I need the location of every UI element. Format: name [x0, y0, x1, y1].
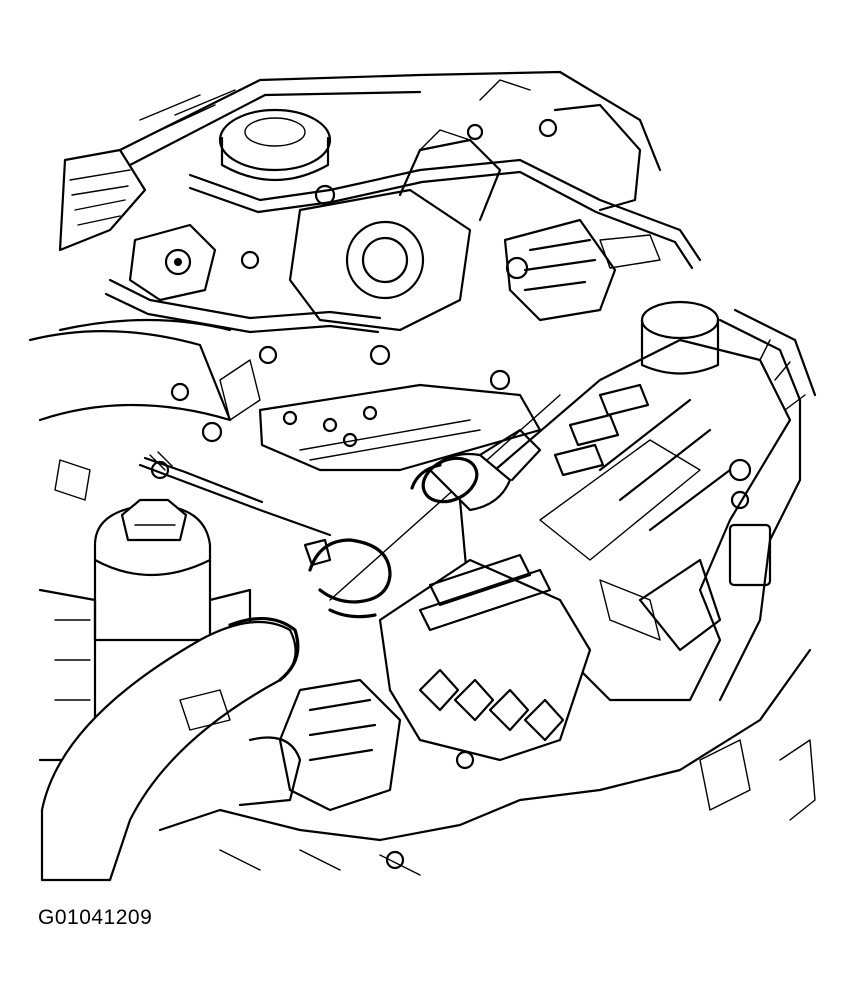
- engine-compartment-line-drawing: [0, 0, 841, 900]
- detail-lines: [55, 80, 815, 820]
- hose-clamp-and-tube: [140, 395, 560, 617]
- lower-front-assembly: [160, 555, 810, 875]
- figure-id-label: G01041209: [38, 906, 153, 929]
- radiator-hose: [42, 619, 298, 880]
- upper-engine-assembly: [30, 72, 700, 470]
